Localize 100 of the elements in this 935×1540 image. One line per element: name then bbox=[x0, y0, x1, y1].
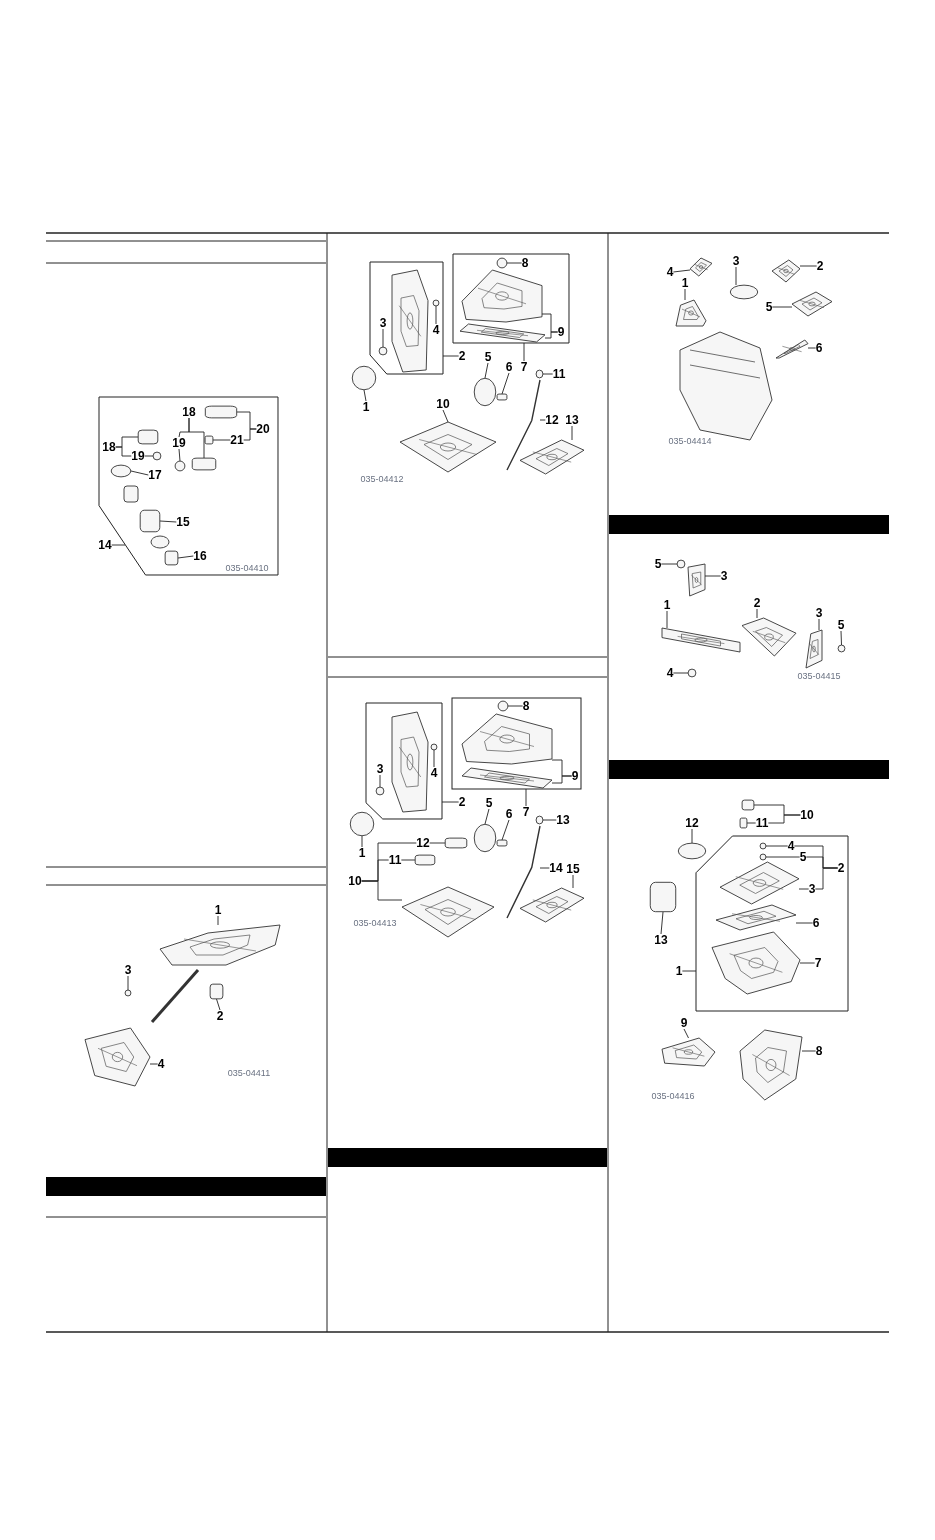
leader-line bbox=[572, 874, 574, 889]
callout-number: 4 bbox=[430, 767, 438, 779]
callout-number: 3 bbox=[376, 763, 384, 775]
callout-number: 5 bbox=[799, 851, 807, 863]
leader-line bbox=[840, 630, 842, 646]
leader-line bbox=[542, 819, 557, 821]
part-drawing bbox=[462, 714, 552, 764]
callout-number: 2 bbox=[458, 350, 466, 362]
leader-line bbox=[765, 856, 801, 858]
leader-line bbox=[442, 409, 449, 423]
callout-number: 13 bbox=[654, 934, 668, 946]
part-drawing bbox=[497, 258, 507, 268]
part-drawing bbox=[507, 380, 540, 470]
part-drawing bbox=[379, 347, 387, 355]
part-drawing bbox=[772, 260, 800, 282]
callout-number: 9 bbox=[680, 1017, 688, 1029]
part-drawing bbox=[352, 366, 376, 390]
callout-number: 4 bbox=[787, 840, 795, 852]
leader-line bbox=[115, 446, 132, 457]
callout-number: 3 bbox=[815, 607, 823, 619]
leader-line bbox=[484, 362, 489, 379]
callout-number: 5 bbox=[485, 797, 493, 809]
leader-line bbox=[672, 269, 691, 273]
part-drawing bbox=[474, 378, 496, 406]
leader-line bbox=[735, 266, 737, 286]
leader-line bbox=[361, 835, 363, 848]
leader-line bbox=[442, 355, 460, 357]
leader-line bbox=[177, 555, 194, 559]
callout-number: 12 bbox=[545, 414, 559, 426]
callout-number: 5 bbox=[837, 619, 845, 631]
callout-number: 4 bbox=[157, 1058, 165, 1070]
part-drawing bbox=[688, 564, 705, 596]
leader-line bbox=[178, 448, 181, 462]
leader-line bbox=[539, 867, 550, 869]
leader-line bbox=[361, 880, 403, 901]
part-drawing bbox=[730, 285, 758, 299]
part-drawing bbox=[520, 440, 584, 474]
part-drawing bbox=[165, 551, 178, 565]
group-frame bbox=[453, 254, 569, 343]
callout-number: 2 bbox=[837, 862, 845, 874]
part-drawing bbox=[433, 300, 439, 306]
callout-number: 11 bbox=[552, 368, 566, 380]
callout-number: 8 bbox=[521, 257, 529, 269]
leader-line bbox=[691, 828, 693, 844]
part-drawing bbox=[140, 510, 160, 532]
figure-code: 035-04412 bbox=[360, 474, 404, 484]
leader-line bbox=[571, 425, 573, 441]
callout-number: 18 bbox=[182, 406, 196, 418]
part-drawing bbox=[85, 1028, 150, 1086]
leader-line bbox=[243, 428, 257, 441]
callout-number: 6 bbox=[815, 342, 823, 354]
leader-line bbox=[149, 1063, 159, 1065]
part-drawing bbox=[838, 645, 845, 652]
callout-number: 2 bbox=[458, 796, 466, 808]
leader-line bbox=[217, 915, 219, 926]
callout-number: 7 bbox=[522, 806, 530, 818]
callout-number: 12 bbox=[685, 817, 699, 829]
leader-line bbox=[807, 347, 817, 349]
part-drawing bbox=[536, 816, 543, 824]
group-frame bbox=[99, 397, 278, 575]
leader-line bbox=[683, 1028, 689, 1039]
part-drawing bbox=[677, 560, 685, 568]
leader-line bbox=[127, 975, 129, 991]
part-drawing bbox=[536, 370, 543, 378]
part-drawing bbox=[740, 1030, 802, 1100]
group-frame bbox=[452, 698, 581, 789]
leader-line bbox=[382, 328, 384, 348]
callout-number: 1 bbox=[681, 277, 689, 289]
part-drawing bbox=[507, 826, 540, 918]
leader-line bbox=[111, 544, 126, 546]
part-drawing bbox=[498, 701, 508, 711]
part-drawing bbox=[138, 430, 158, 444]
part-drawing bbox=[350, 812, 374, 836]
leader-line bbox=[542, 373, 554, 375]
part-drawing bbox=[376, 787, 384, 795]
leader-line bbox=[144, 455, 154, 457]
part-drawing bbox=[662, 628, 740, 652]
leader-line bbox=[130, 470, 149, 476]
callout-number: 9 bbox=[571, 770, 579, 782]
callout-number: 14 bbox=[549, 862, 563, 874]
part-drawing bbox=[742, 800, 754, 810]
part-drawing bbox=[776, 340, 808, 358]
callout-number: 1 bbox=[362, 401, 370, 413]
part-drawing bbox=[205, 436, 213, 444]
callout-number: 12 bbox=[416, 837, 430, 849]
leader-line bbox=[216, 998, 221, 1011]
leader-line bbox=[433, 749, 435, 768]
callout-number: 4 bbox=[666, 266, 674, 278]
part-drawing bbox=[474, 824, 496, 852]
leader-line bbox=[523, 342, 525, 362]
leader-line bbox=[798, 888, 810, 890]
leader-line bbox=[506, 262, 523, 264]
leader-line bbox=[660, 911, 664, 935]
leader-line bbox=[501, 372, 510, 395]
callout-number: 3 bbox=[720, 570, 728, 582]
callout-number: 5 bbox=[484, 351, 492, 363]
callout-number: 10 bbox=[436, 398, 450, 410]
leader-line bbox=[507, 705, 524, 707]
callout-number: 15 bbox=[176, 516, 190, 528]
leader-line bbox=[704, 575, 722, 577]
